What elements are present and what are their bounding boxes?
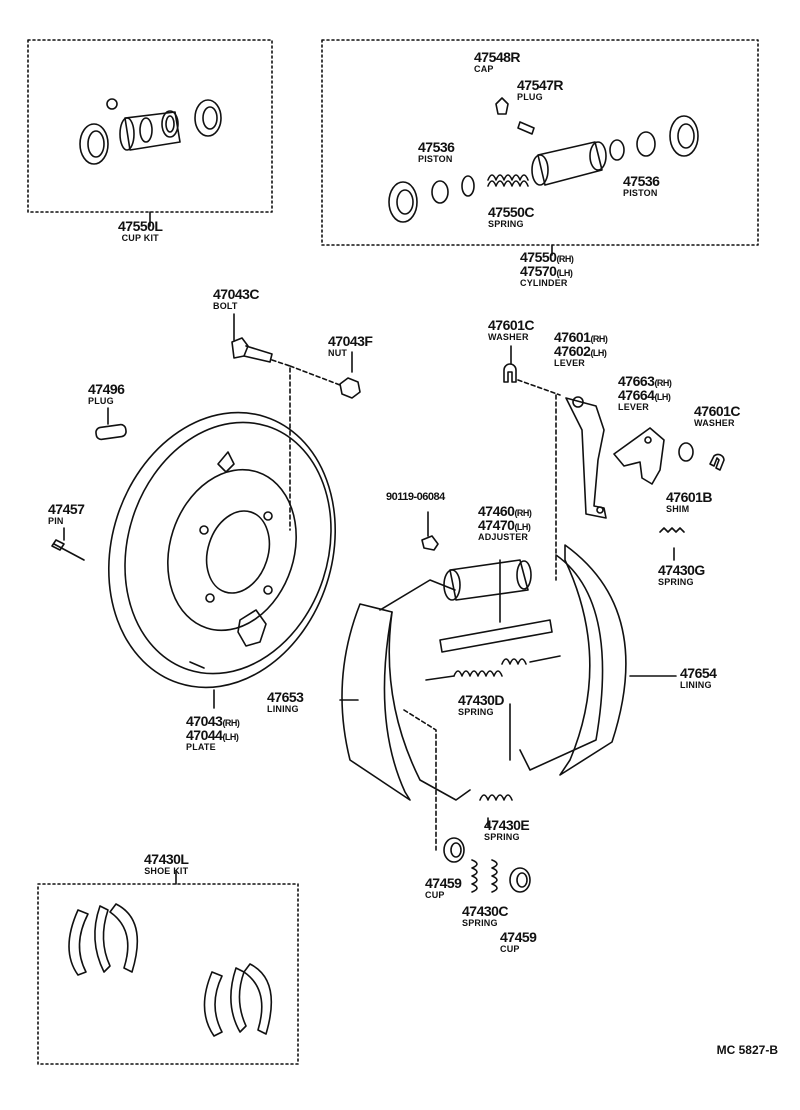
label-shoe-kit: 47430L SHOE KIT [144, 851, 189, 876]
label-lining-right: 47654 LINING [680, 665, 717, 690]
plug-left [95, 407, 127, 441]
label-cylinder: 47550(RH) 47570(LH) CYLINDER [520, 249, 574, 288]
label-lining-left: 47653 LINING [267, 689, 304, 714]
small-bolt [421, 511, 439, 551]
bolt-and-nut [231, 313, 361, 531]
label-nut: 47043F NUT [328, 333, 373, 358]
label-cylinder-spring: 47550C SPRING [488, 204, 535, 229]
cup-kit-parts [79, 98, 222, 165]
diagram-reference: MC 5827-B [716, 1043, 778, 1057]
label-small-part: 90119-06084 [386, 491, 445, 503]
leader-lines [339, 547, 677, 827]
cylinder-box [321, 39, 759, 256]
backing-plate [107, 411, 337, 709]
label-adjuster: 47460(RH) 47470(LH) ADJUSTER [478, 503, 532, 542]
label-plug-left: 47496 PLUG [88, 381, 125, 406]
label-washer-right: 47601C WASHER [694, 403, 741, 428]
label-piston-right: 47536 PISTON [623, 173, 660, 198]
label-lever-small: 47663(RH) 47664(LH) LEVER [618, 373, 672, 412]
shoe-kit-box [37, 871, 299, 1065]
label-spring-e: 47430E SPRING [484, 817, 530, 842]
cup-kit-box [27, 39, 273, 227]
label-cup-right: 47459 CUP [500, 929, 537, 954]
label-shim: 47601B SHIM [666, 489, 713, 514]
label-spring-c: 47430C SPRING [462, 903, 509, 928]
label-piston-left: 47536 PISTON [418, 139, 455, 164]
label-bolt: 47043C BOLT [213, 286, 260, 311]
pin [51, 527, 85, 561]
shoe-assembly [341, 544, 627, 851]
label-lever-main: 47601(RH) 47602(LH) LEVER [554, 329, 608, 368]
label-pin: 47457 PIN [48, 501, 85, 526]
label-plate: 47043(RH) 47044(LH) PLATE [186, 713, 240, 752]
label-washer-top: 47601C WASHER [488, 317, 535, 342]
cups-and-spring [443, 837, 531, 893]
label-cup-left: 47459 CUP [425, 875, 462, 900]
label-cup-kit: 47550L CUP KIT [118, 218, 163, 243]
lever-group [503, 345, 725, 581]
label-plug-top: 47547R PLUG [517, 77, 564, 102]
label-cap: 47548R CAP [474, 49, 521, 74]
cylinder-parts [388, 97, 699, 223]
label-spring-g: 47430G SPRING [658, 562, 705, 587]
label-spring-d: 47430D SPRING [458, 692, 505, 717]
